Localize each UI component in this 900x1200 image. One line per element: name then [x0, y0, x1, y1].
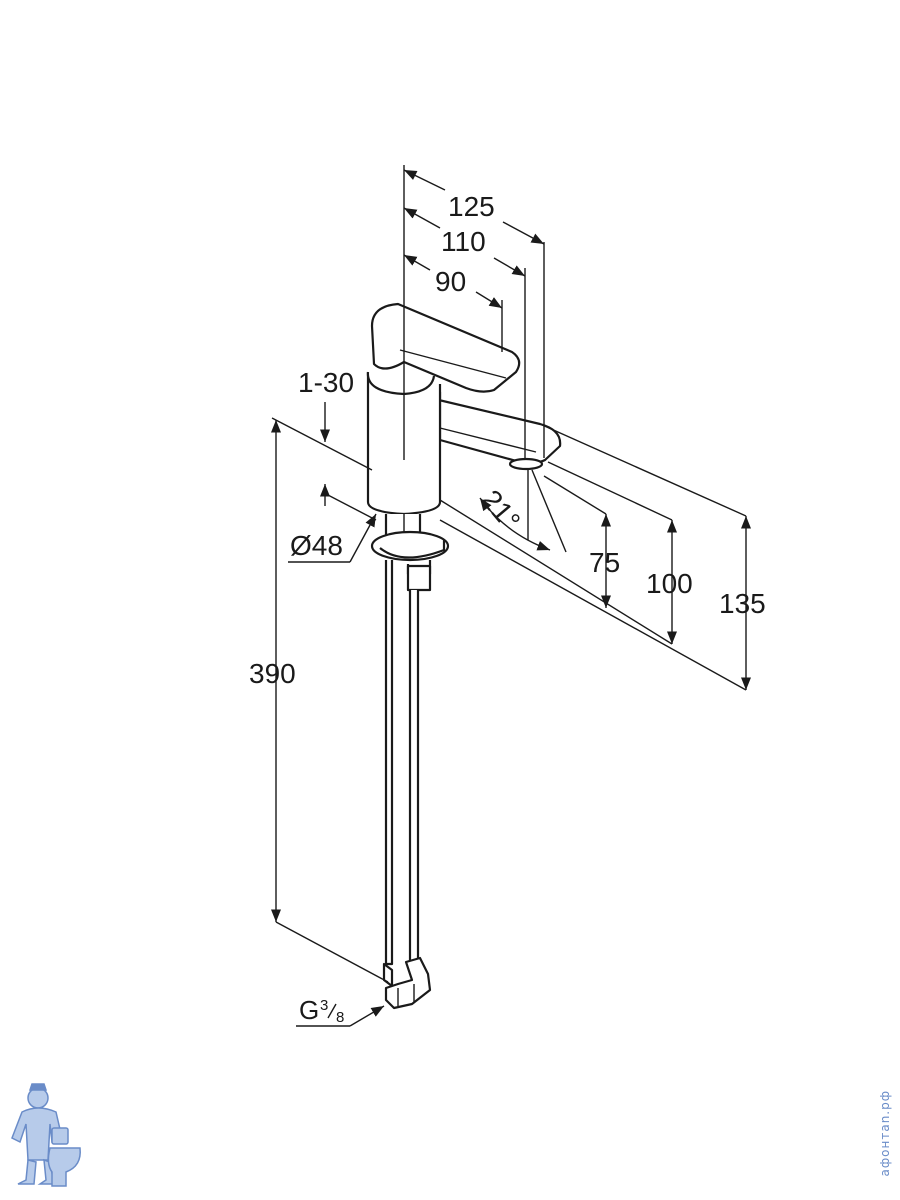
hose-end-connector [382, 962, 394, 988]
dim-125: 125 [448, 191, 495, 222]
thread-numerator: 3 [320, 997, 328, 1014]
thread-denominator: 8 [336, 1009, 344, 1026]
watermark-site-text: aфoнтan.рф [878, 1090, 892, 1177]
dim-135: 135 [719, 588, 766, 619]
hose-nut [406, 564, 432, 592]
supply-hose-left [384, 560, 394, 966]
thread-label: G 3 8 [299, 995, 344, 1026]
thread-letter: G [299, 995, 319, 1025]
dimension-lines [270, 165, 752, 1027]
dim-1-30: 1-30 [298, 367, 354, 398]
dim-90: 90 [435, 266, 466, 297]
dim-390: 390 [249, 658, 296, 689]
dim-100: 100 [646, 568, 693, 599]
faucet-illustration [366, 302, 562, 1010]
aerator [508, 457, 544, 471]
dim-110: 110 [441, 226, 486, 257]
supply-hose-right [408, 590, 420, 966]
dim-diameter-48: Ø48 [290, 530, 343, 561]
dim-angle-21: 21° [475, 484, 526, 536]
dim-75: 75 [589, 547, 620, 578]
dimension-labels: 125 110 90 1-30 390 Ø48 21° 75 100 135 G… [249, 191, 766, 1026]
plumber-with-toilet-icon [11, 1083, 81, 1187]
lever-handle [370, 302, 521, 393]
